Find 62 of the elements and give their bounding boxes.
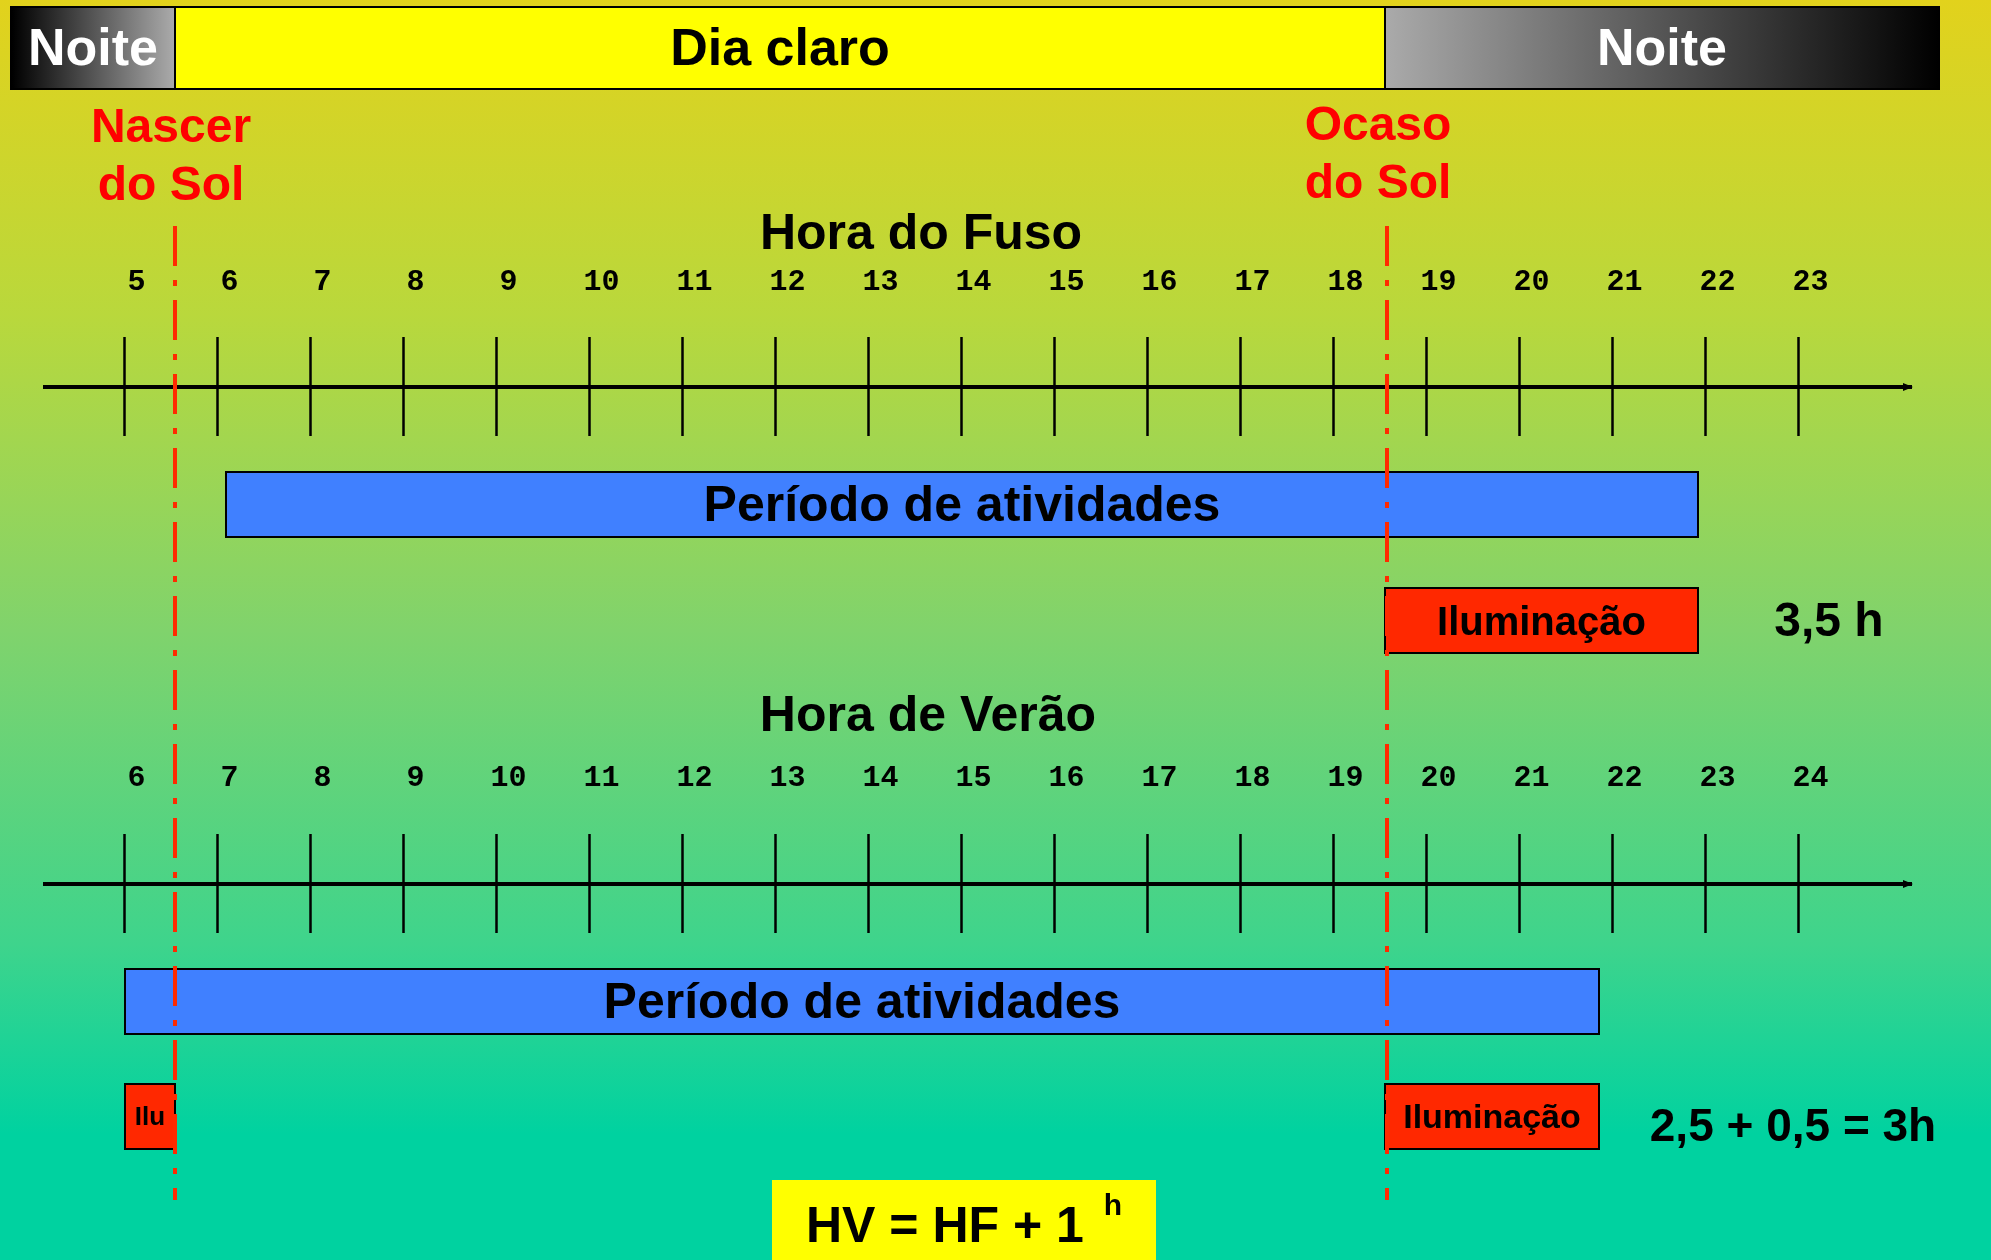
hour-number: 7 [220,760,239,796]
hour-number: 17 [1141,760,1178,796]
hour-number: 11 [583,760,620,796]
hour-number: 13 [769,760,806,796]
hour-number: 15 [955,760,992,796]
formula-box [772,1180,1156,1260]
hour-number: 24 [1792,760,1829,796]
hour-number: 19 [1327,760,1364,796]
box-text: Período de atividades [703,477,1221,532]
hour-number: 18 [1234,760,1271,796]
activity-bar [225,471,1699,538]
box-text: Iluminação [1403,1097,1581,1136]
hour-number: 21 [1513,760,1550,796]
lighting-bar [124,1083,176,1150]
hour-number: 8 [406,264,425,300]
box-text: Ilu [134,1102,166,1131]
period-band [1384,6,1940,90]
hour-number: 12 [769,264,806,300]
hour-number: 9 [406,760,425,796]
hour-number: 5 [127,264,146,300]
hour-number: 8 [313,760,332,796]
hour-number: 10 [583,264,620,300]
hour-number: 9 [499,264,518,300]
hour-number: 13 [862,264,899,300]
axis-title: Hora de Verão [759,685,1097,744]
box-text: Noite [1597,19,1727,77]
hour-number: 23 [1792,264,1829,300]
axis-title: Hora do Fuso [759,203,1083,262]
hour-number: 21 [1606,264,1643,300]
hour-number: 10 [490,760,527,796]
hour-number: 11 [676,264,713,300]
hour-number: 14 [955,264,992,300]
box-text: Noite [28,19,158,77]
hour-number: 23 [1699,760,1736,796]
hour-number: 22 [1699,264,1736,300]
hour-number: 16 [1048,760,1085,796]
lighting-bar [1384,587,1699,654]
hour-number: 12 [676,760,713,796]
hour-number: 7 [313,264,332,300]
duration-label: 3,5 h [1774,592,1884,649]
hour-number: 6 [127,760,146,796]
box-text: Período de atividades [603,974,1121,1029]
hour-number: 14 [862,760,899,796]
period-band [10,6,176,90]
lighting-bar [1384,1083,1600,1150]
hour-number: 20 [1513,264,1550,300]
duration-label: 2,5 + 0,5 = 3h [1649,1098,1937,1154]
period-band [174,6,1386,90]
hour-number: 22 [1606,760,1643,796]
hour-number: 15 [1048,264,1085,300]
hour-number: 16 [1141,264,1178,300]
hour-number: 6 [220,264,239,300]
box-text: HV = HF + 1 $^{h}$ [805,1187,1123,1253]
activity-bar [124,968,1600,1035]
box-text: Dia claro [670,19,890,77]
hour-number: 18 [1327,264,1364,300]
sunset-label: Ocaso do Sol [1303,96,1453,210]
hour-number: 17 [1234,264,1271,300]
sunrise-label: Nascer do Sol [89,98,253,212]
hour-number: 20 [1420,760,1457,796]
box-text: Iluminação [1437,598,1646,643]
hour-number: 19 [1420,264,1457,300]
